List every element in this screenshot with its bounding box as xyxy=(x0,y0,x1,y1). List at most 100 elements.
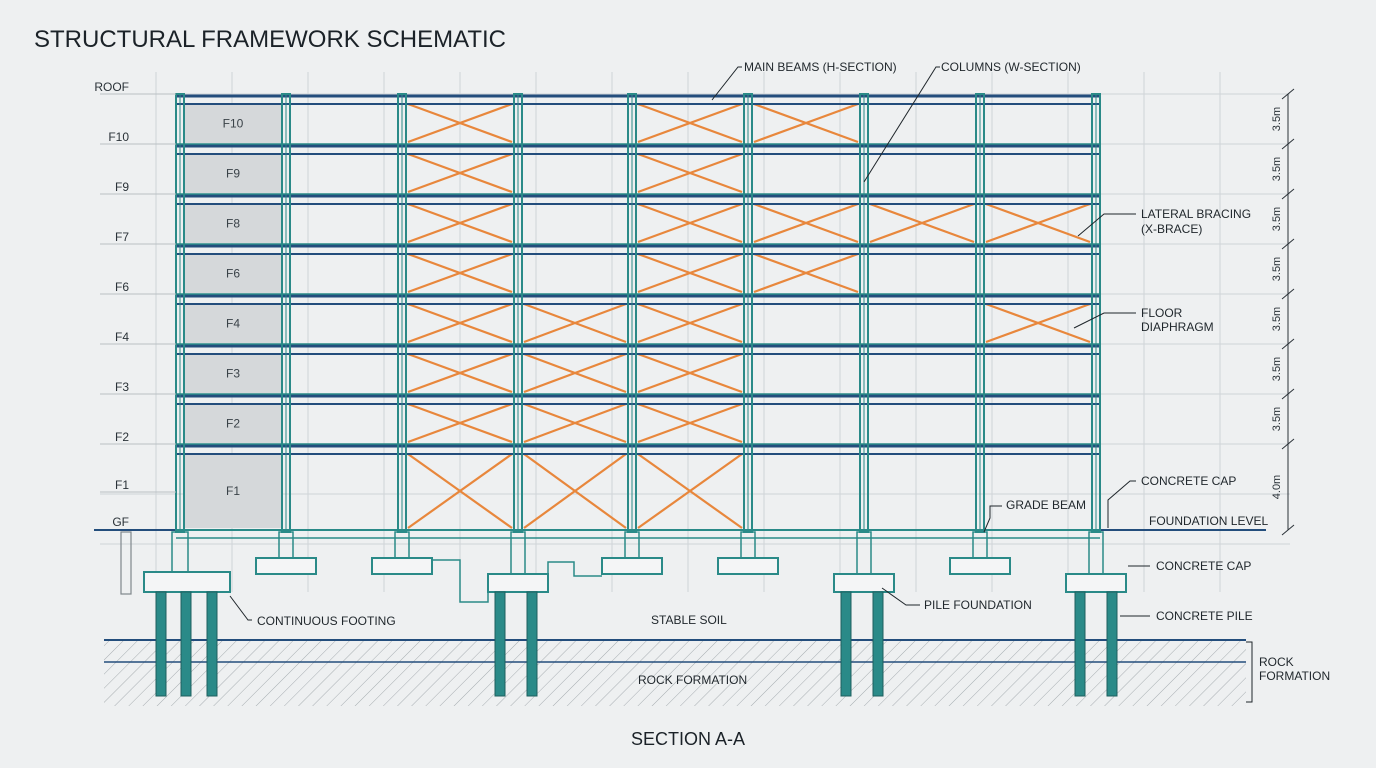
floor-panel-label: F9 xyxy=(226,167,240,181)
footing-pedestal xyxy=(171,531,189,573)
floor-panel xyxy=(184,304,282,343)
floor-panel xyxy=(184,354,282,393)
x-brace-diagonal xyxy=(523,302,627,344)
level-label: F9 xyxy=(115,180,129,194)
x-brace-diagonal xyxy=(407,152,513,194)
x-brace-diagonal xyxy=(985,302,1091,344)
floor-panel-label: F8 xyxy=(226,217,240,231)
level-label: F10 xyxy=(108,130,129,144)
concrete-pile xyxy=(840,591,852,697)
dimension-label: 3.5m xyxy=(1271,107,1283,131)
pile-cap xyxy=(833,573,895,593)
label-concrete-cap-bottom: CONCRETE CAP xyxy=(1156,559,1251,573)
dimension-tick xyxy=(1281,388,1295,400)
concrete-pile xyxy=(526,591,538,697)
pad-footing xyxy=(717,557,779,575)
concrete-pile xyxy=(155,591,167,697)
dimension-tick xyxy=(1281,138,1295,150)
floor-panel xyxy=(184,154,282,193)
footing-pedestal xyxy=(624,531,640,559)
dimension-label: 3.5m xyxy=(1271,207,1283,231)
section-caption: SECTION A-A xyxy=(631,729,745,749)
footing-pedestal xyxy=(394,531,410,559)
leader-main-beams xyxy=(711,66,742,101)
dimension-label: 3.5m xyxy=(1271,357,1283,381)
footing-pedestal xyxy=(740,531,756,559)
label-grade-beam: GRADE BEAM xyxy=(1006,498,1086,512)
label-formation: FORMATION xyxy=(1259,669,1330,683)
label-columns: COLUMNS (W-SECTION) xyxy=(941,60,1081,74)
floor-panel-label: F10 xyxy=(223,117,244,131)
level-label: F1 xyxy=(115,478,129,492)
diagram-title: STRUCTURAL FRAMEWORK SCHEMATIC xyxy=(34,26,506,53)
dimension-chain: 3.5m3.5m3.5m3.5m3.5m3.5m3.5m4.0m xyxy=(1271,88,1295,536)
label-rock-formation-center: ROCK FORMATION xyxy=(638,673,747,687)
pile-cap-pedestal xyxy=(1088,531,1104,575)
leader-grade-beam xyxy=(983,505,1002,533)
leader-lines xyxy=(229,66,1253,703)
floor-panel-label: F2 xyxy=(226,417,240,431)
dimension-label: 3.5m xyxy=(1271,307,1283,331)
main-beams xyxy=(176,94,1100,539)
label-stable-soil: STABLE SOIL xyxy=(651,613,727,627)
label-rock: ROCK xyxy=(1259,655,1294,669)
pad-footing xyxy=(255,557,317,575)
dimension-label: 3.5m xyxy=(1271,407,1283,431)
footing-pedestal xyxy=(972,531,988,559)
annotations: MAIN BEAMS (H-SECTION) COLUMNS (W-SECTIO… xyxy=(257,60,1330,687)
level-label: F6 xyxy=(115,280,129,294)
dimension-tick xyxy=(1281,88,1295,100)
dimension-label: 3.5m xyxy=(1271,157,1283,181)
x-brace-diagonal xyxy=(637,453,743,529)
concrete-pile xyxy=(494,591,506,697)
label-continuous-footing: CONTINUOUS FOOTING xyxy=(257,614,396,628)
x-brace-diagonal xyxy=(753,202,859,244)
label-floor: FLOOR xyxy=(1141,306,1183,320)
x-brace-diagonal xyxy=(985,202,1091,244)
pile-cap-pedestal xyxy=(856,531,872,575)
x-brace-diagonal xyxy=(523,402,627,444)
x-brace-diagonal xyxy=(637,402,743,444)
concrete-pile xyxy=(1106,591,1118,697)
leader-rock-formation xyxy=(1246,641,1253,703)
dimension-label: 4.0m xyxy=(1271,475,1283,499)
floor-panel-label: F1 xyxy=(226,484,240,498)
continuous-footing xyxy=(143,571,231,593)
dimension-tick xyxy=(1281,238,1295,250)
dimension-tick xyxy=(1281,188,1295,200)
pad-footing xyxy=(371,557,433,575)
x-brace-diagonal xyxy=(637,352,743,394)
x-brace-diagonal xyxy=(407,402,513,444)
level-label: F3 xyxy=(115,380,129,394)
floor-panel xyxy=(184,254,282,293)
x-brace-diagonal xyxy=(407,252,513,294)
lateral-bracing xyxy=(407,102,1091,529)
pile-cap xyxy=(1065,573,1127,593)
x-brace-diagonal xyxy=(407,352,513,394)
floor-panel xyxy=(184,104,282,143)
x-brace-diagonal xyxy=(637,152,743,194)
x-brace-diagonal xyxy=(407,102,513,144)
dimension-tick xyxy=(1281,524,1295,536)
pile-cap xyxy=(487,573,549,593)
x-brace-diagonal xyxy=(637,252,743,294)
x-brace-diagonal xyxy=(407,202,513,244)
leader-lateral-bracing xyxy=(1077,213,1136,237)
dimension-tick xyxy=(1281,338,1295,350)
x-brace-diagonal xyxy=(637,102,743,144)
label-concrete-pile: CONCRETE PILE xyxy=(1156,609,1253,623)
x-brace-diagonal xyxy=(523,453,627,529)
floor-panel xyxy=(184,404,282,443)
x-brace-diagonal xyxy=(523,352,627,394)
leader-concrete-cap-top xyxy=(1107,480,1136,528)
level-label: F4 xyxy=(115,330,129,344)
dimension-tick xyxy=(1281,288,1295,300)
x-brace-diagonal xyxy=(637,202,743,244)
pile-cap-pedestal xyxy=(510,531,526,575)
columns xyxy=(175,93,1101,533)
concrete-pile xyxy=(206,591,218,697)
floor-panel xyxy=(184,454,282,528)
x-brace-diagonal xyxy=(637,302,743,344)
